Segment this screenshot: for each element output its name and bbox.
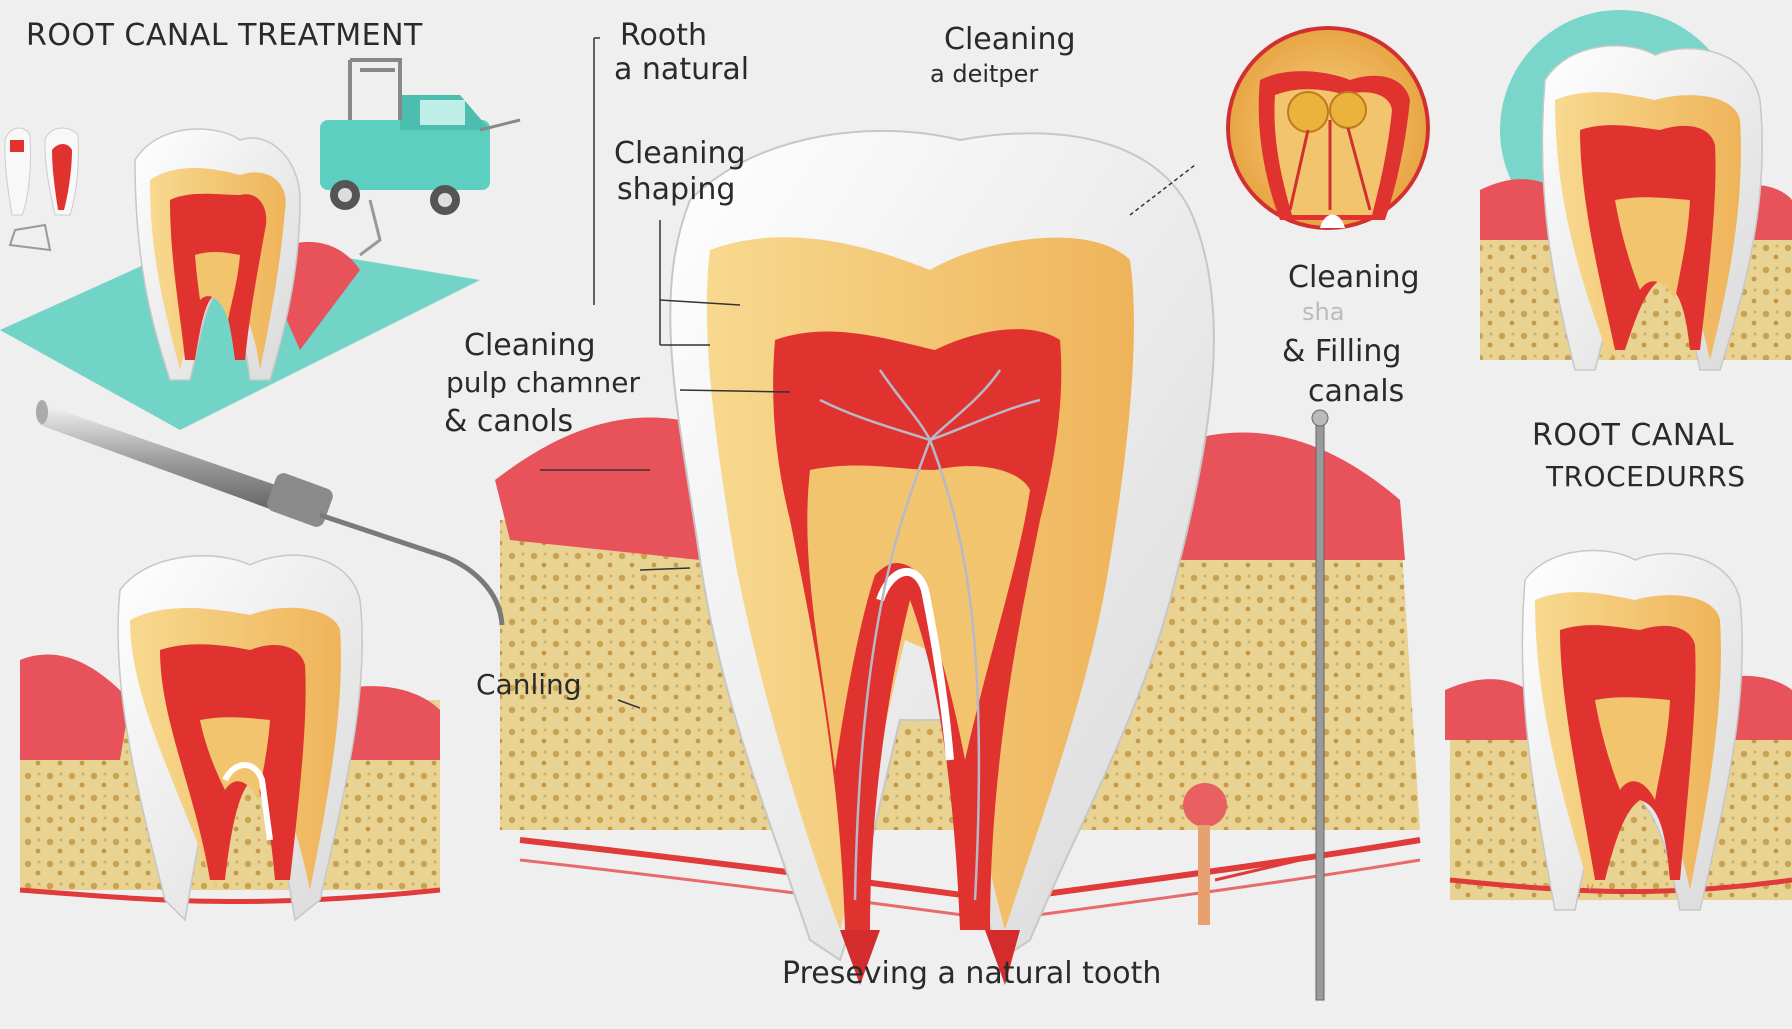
truck-illustration <box>320 58 521 257</box>
leader-lines <box>540 37 1196 709</box>
caption-preseving-natural-tooth: Preseving a natural tooth <box>782 956 1162 991</box>
magnified-pulp-circle <box>1226 26 1430 230</box>
label-canling: Canling <box>476 668 582 701</box>
label-cleaning-shaping-2: shaping <box>617 172 736 207</box>
label-right-sha: sha <box>1302 298 1345 326</box>
bottom-left-tooth <box>19 554 441 922</box>
main-tooth-group <box>495 129 1421 985</box>
label-cleaning-top: Cleaning <box>944 22 1076 57</box>
label-right-canals: canals <box>1308 374 1405 409</box>
label-right-cleaning: Cleaning <box>1288 260 1420 295</box>
dental-probe <box>36 400 505 626</box>
top-left-scene <box>0 58 521 430</box>
label-rooth: Rooth <box>620 18 707 53</box>
bottom-right-tooth <box>1445 549 1792 911</box>
label-a-natural: a natural <box>614 52 750 87</box>
top-right-tooth <box>1480 10 1792 371</box>
title-trocedurrs: TROCEDURRS <box>1546 460 1746 493</box>
label-a-deitper: a deitper <box>930 60 1039 88</box>
label-pulp-canols: & canols <box>444 404 574 439</box>
endo-file <box>1183 409 1329 1001</box>
main-gum <box>495 417 700 560</box>
label-cleaning-shaping-1: Cleaning <box>614 136 746 171</box>
title-root-canal-right: ROOT CANAL <box>1532 418 1735 453</box>
label-right-filling: & Filling <box>1282 334 1402 369</box>
label-pulp-chamner: pulp chamner <box>446 366 641 399</box>
label-pulp-cleaning: Cleaning <box>464 328 596 363</box>
title-root-canal-treatment: ROOT CANAL TREATMENT <box>26 18 423 53</box>
